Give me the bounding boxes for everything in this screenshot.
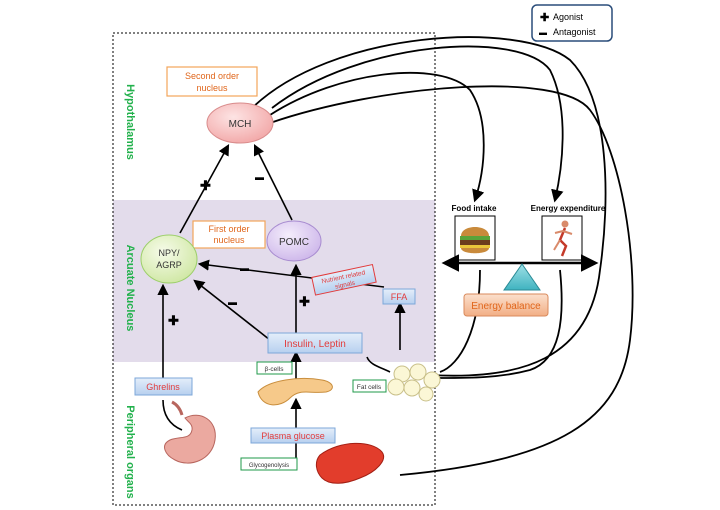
svg-text:Ghrelins: Ghrelins [146,382,180,392]
sign-plus-npy-mch: ✚ [200,178,211,193]
sign-plus-insulin-pomc: ✚ [299,294,310,309]
insulin-leptin-node: Insulin, Leptin [267,332,363,354]
svg-text:signals: signals [334,279,356,290]
region-peripheral: Peripheral organs [124,405,136,499]
food-intake-label: Food intake [452,204,497,213]
first-order-nucleus-box: First order nucleus [192,220,266,249]
agonist-symbol: ✚ [540,12,549,24]
svg-text:Plasma glucose: Plasma glucose [261,431,325,441]
feedback-paths [249,36,634,476]
energy-balance-box: Energy balance [463,293,549,317]
fat-cells-label: Fat cells [352,379,387,393]
pancreas-icon [257,378,333,406]
runner-icon [541,215,583,261]
svg-text:nucleus: nucleus [213,235,245,245]
mch-node: MCH [206,102,274,144]
sign-minus-nutrient-npy: ▬ [240,263,249,273]
svg-text:nucleus: nucleus [196,83,228,93]
second-order-nucleus-box: Second order nucleus [166,66,258,97]
energy-expenditure-label: Energy expenditure [531,204,606,213]
pomc-node: POMC [266,220,322,262]
glycogenolysis-label: Glycogenolysis [240,457,298,471]
region-hypothalamus: Hypothalamus [124,84,136,160]
svg-text:AGRP: AGRP [156,260,182,270]
legend-antagonist: Antagonist [553,27,596,37]
legend: ✚ Agonist ▬ Antagonist [531,4,613,42]
svg-text:First order: First order [208,224,249,234]
stomach-icon [164,400,216,464]
antagonist-symbol: ▬ [539,28,547,37]
svg-text:MCH: MCH [229,119,252,130]
beta-cells-label: β-cells [256,361,293,375]
ffa-node: FFA [382,288,416,305]
fat-cells-icon [387,363,441,402]
pathway-arrows [157,143,406,458]
plasma-glucose-node: Plasma glucose [250,427,336,444]
balance-scale [441,254,599,291]
svg-text:FFA: FFA [391,292,408,302]
svg-text:POMC: POMC [279,237,309,248]
legend-agonist: Agonist [553,12,584,22]
sign-minus-pomc-mch: ▬ [255,172,264,182]
nutrient-signals-box: Nutrient related signals [311,263,377,296]
svg-text:Insulin, Leptin: Insulin, Leptin [284,339,346,350]
svg-text:Second order: Second order [185,71,239,81]
svg-text:Fat cells: Fat cells [357,384,382,391]
npy-agrp-node: NPY/ AGRP [140,234,198,284]
dotted-frame [112,32,436,506]
svg-text:β-cells: β-cells [265,366,285,373]
ghrelins-node: Ghrelins [134,377,193,396]
sign-minus-insulin-npy: ▬ [228,297,237,307]
svg-text:Glycogenolysis: Glycogenolysis [249,463,289,469]
burger-icon [454,215,496,261]
svg-text:NPY/: NPY/ [158,248,180,258]
liver-icon [315,442,384,484]
svg-text:Energy balance: Energy balance [471,301,541,312]
sign-plus-ghrelins-npy: ✚ [168,313,179,328]
region-arcuate: Arcuate Nucleus [124,245,136,332]
